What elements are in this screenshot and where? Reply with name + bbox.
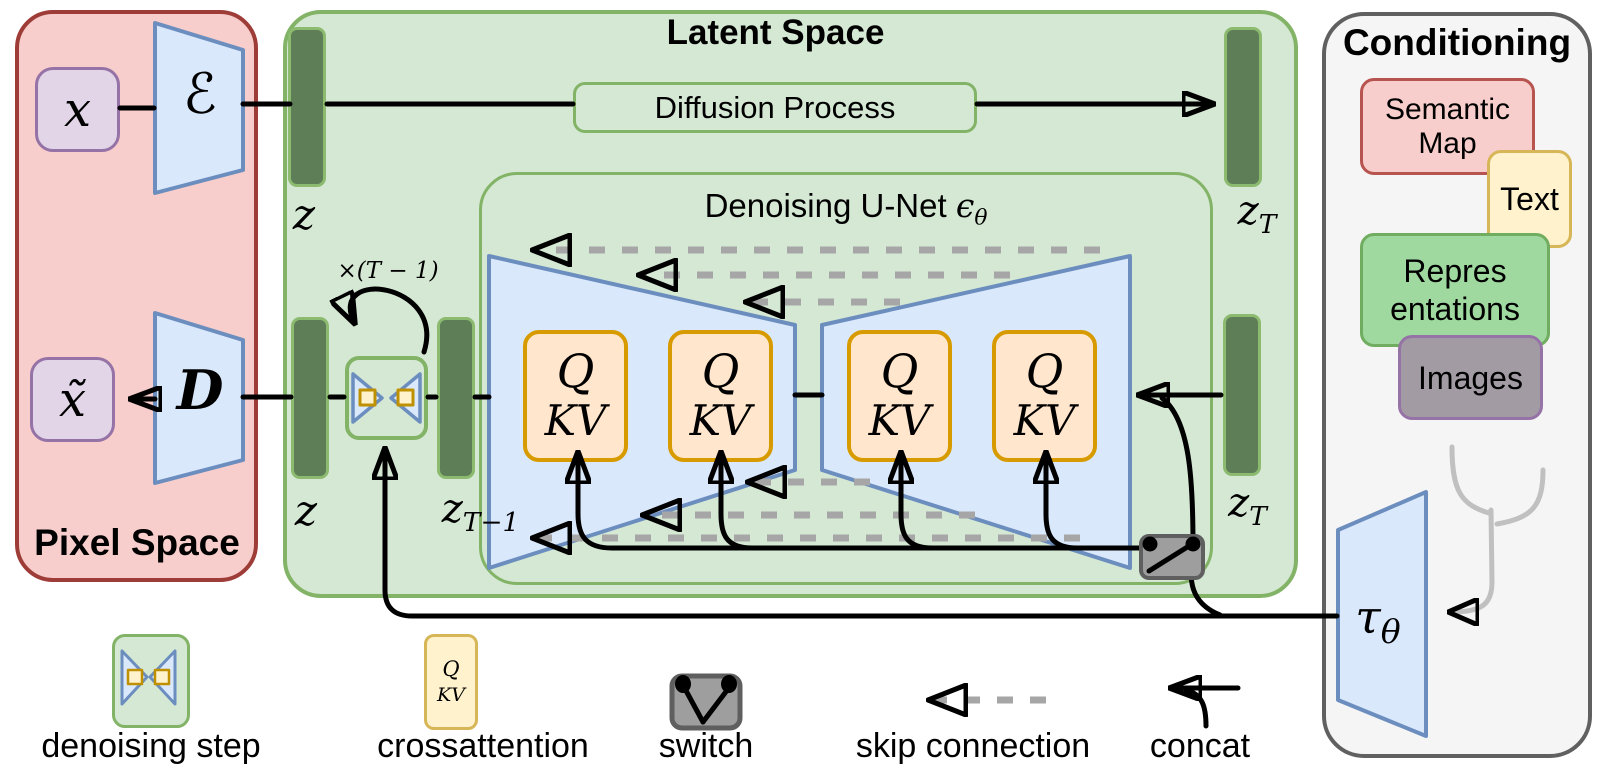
z-bar-top (288, 27, 326, 187)
z-mid-label: z (294, 486, 318, 535)
skip-connection-arrows (536, 250, 1100, 538)
legend-denoising-bowtie (120, 649, 177, 706)
legend-denoising-step-label: denoising step (41, 727, 261, 765)
legend-skip-connection-label: skip connection (855, 727, 1091, 765)
zT-bar-mid (1223, 314, 1261, 476)
denoising-chain-lines (327, 286, 492, 400)
diffusion-process-box: Diffusion Process (573, 82, 977, 133)
modality-tree (1452, 444, 1546, 612)
diffusion-process-label: Diffusion Process (654, 89, 896, 125)
encoder-trapezoid (153, 21, 245, 195)
conditioning-title: Conditioning (1342, 22, 1572, 63)
zTminus1-label: zT−1 (441, 486, 520, 538)
legend-concat-label: concat (1149, 727, 1251, 765)
legend-concat-icon (1172, 688, 1241, 729)
pixel-space-title: Pixel Space (34, 522, 240, 563)
x-tilde-output-box: x̃ (30, 357, 115, 442)
tau-encoder-trapezoid (1336, 490, 1428, 738)
denoising-icon-bowtie (351, 372, 422, 424)
x-input-box: x (35, 67, 120, 152)
latent-space-title: Latent Space (666, 13, 885, 52)
pixel-space-lines (117, 101, 294, 399)
x-label: x (63, 81, 92, 138)
legend-crossattention-label: crossattention (377, 727, 589, 765)
z-top-label: z (292, 190, 316, 239)
x-tilde-label: x̃ (58, 371, 87, 428)
legend-switch-label: switch (658, 727, 754, 765)
zT-top-label: zT (1237, 188, 1277, 240)
zT-mid-label: zT (1228, 480, 1267, 532)
conditioning-feed-lines (385, 395, 1340, 619)
decoder-trapezoid (153, 311, 245, 485)
loop-count-label: ×(T − 1) (337, 258, 439, 284)
legend-switch-icon (669, 673, 743, 731)
switch-icon (1139, 534, 1205, 580)
legend-crossattention-icon: Q KV (424, 634, 478, 730)
zT-bar-top (1224, 27, 1262, 187)
text-box: Text (1487, 150, 1572, 248)
tau-label: τθ (1355, 590, 1401, 652)
unet-title: Denoising U-Net ϵθ (704, 186, 988, 231)
decoder-label: D (176, 358, 224, 422)
images-box: Images (1398, 335, 1543, 420)
encoder-label: ℰ (183, 62, 217, 127)
